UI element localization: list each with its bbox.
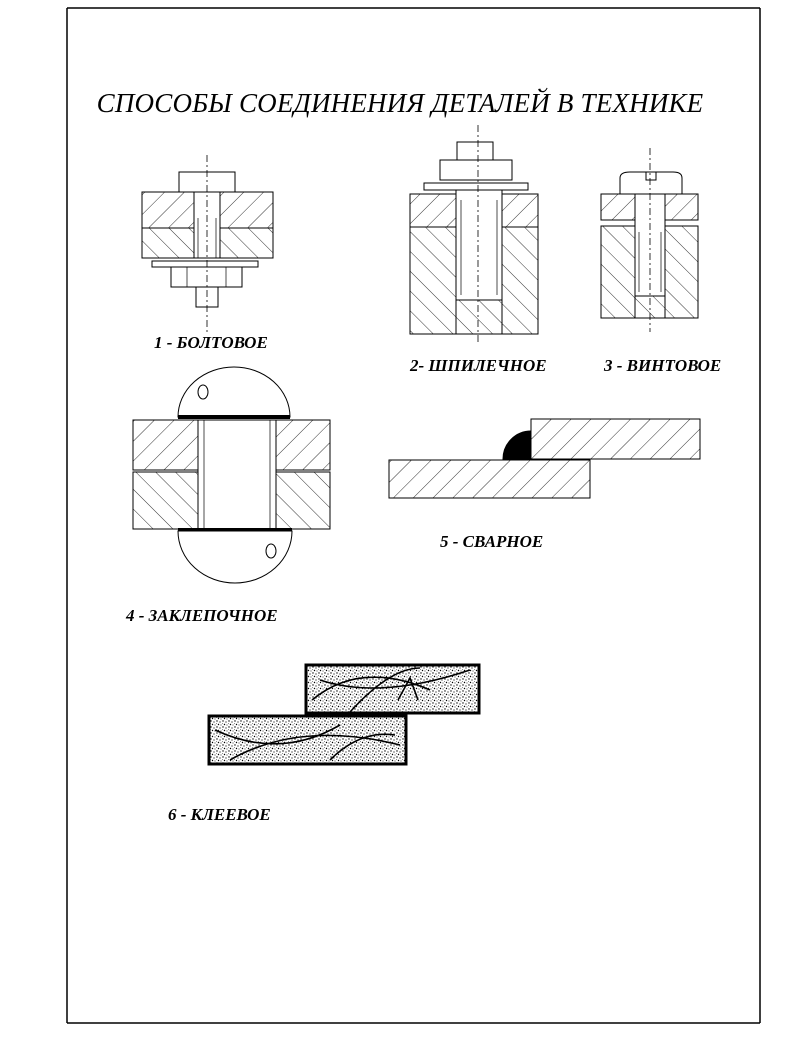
rivet-shank <box>197 419 277 530</box>
caption-stud: 2- ШПИЛЕЧНОЕ <box>410 356 547 375</box>
screw-slot <box>645 171 657 181</box>
bolt-joint-drawing <box>141 155 274 335</box>
weld-joint-drawing <box>388 418 701 499</box>
sheet-frame <box>66 7 761 1024</box>
stud-base-right <box>501 226 539 335</box>
page-title: СПОСОБЫ СОЕДИНЕНИЯ ДЕТАЛЕЙ В ТЕХНИКЕ <box>96 88 704 118</box>
rivet-plate-bottom-right <box>275 471 331 530</box>
stud-shank <box>455 189 503 301</box>
stud-washer <box>423 182 529 191</box>
bolt-lower-plate-right <box>219 227 274 259</box>
caption-bolt: 1 - БОЛТОВОЕ <box>154 333 268 352</box>
rivet-bottom-head <box>177 530 293 584</box>
screw-head <box>619 171 683 195</box>
weld-lower-plate <box>388 459 591 499</box>
bolt-upper-plate-right <box>219 191 274 229</box>
bolt-upper-plate-left <box>141 191 195 229</box>
rivet-top-head <box>177 366 291 418</box>
rivet-plate-top-right <box>275 419 331 471</box>
screw-top-plate-left <box>600 193 636 221</box>
stud-nut <box>456 141 494 161</box>
bolt-nut <box>170 266 243 288</box>
stud-top-plate-right <box>501 193 539 228</box>
stud-top-plate-left <box>409 193 457 228</box>
stud-base-bottom <box>455 299 503 335</box>
screw-joint-drawing <box>600 148 699 332</box>
glue-joint-drawing <box>207 663 481 766</box>
rivet-joint-drawing <box>132 366 331 584</box>
stud-joint-drawing <box>409 125 539 345</box>
caption-rivet: 4 - ЗАКЛЕПОЧНОЕ <box>126 606 278 625</box>
glue-upper-part <box>304 663 481 715</box>
screw-top-plate-right <box>664 193 699 221</box>
rivet-plate-top-left <box>132 419 199 471</box>
screw-base-left <box>600 225 636 319</box>
stud-base-left <box>409 226 457 335</box>
bolt-lower-plate-left <box>141 227 195 259</box>
caption-glue: 6 - КЛЕЕВОЕ <box>168 805 271 824</box>
caption-screw: 3 - ВИНТОВОЕ <box>604 356 722 375</box>
weld-upper-plate <box>530 418 701 460</box>
stud-nut-lower <box>439 159 513 181</box>
caption-weld: 5 - СВАРНОЕ <box>440 532 544 551</box>
screw-base-right <box>664 225 699 319</box>
rivet-plate-bottom-left <box>132 471 199 530</box>
bolt-washer <box>151 260 259 268</box>
weld-bead <box>502 430 532 460</box>
